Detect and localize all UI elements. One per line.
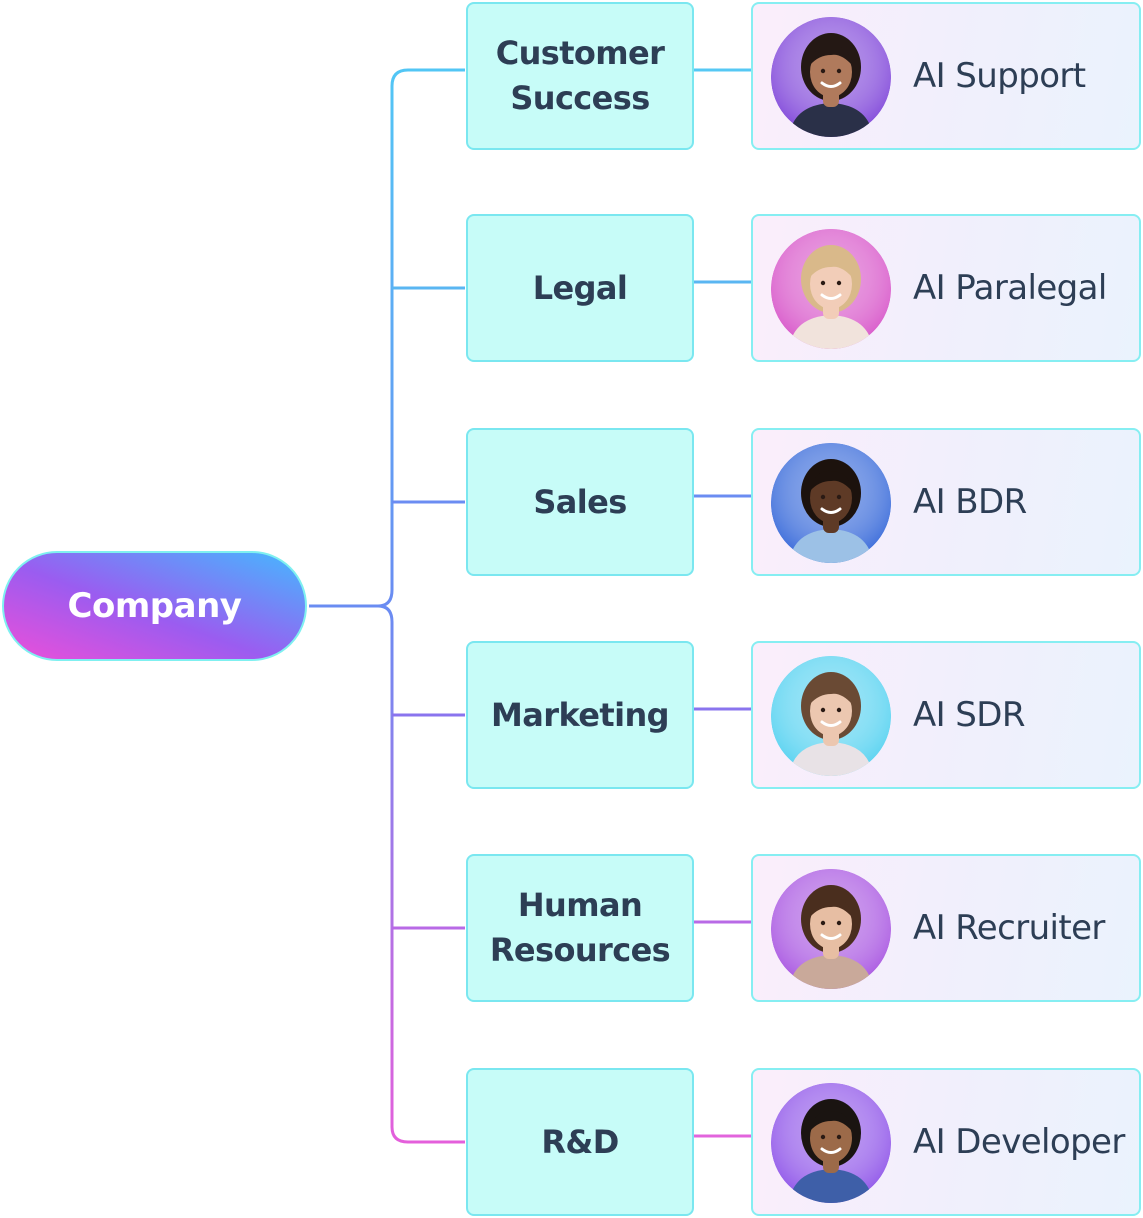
agent-label: AI BDR — [913, 482, 1027, 522]
woman-curly-hair-portrait-icon — [771, 17, 891, 137]
department-label: Marketing — [491, 695, 670, 734]
department-node: Human Resources — [466, 854, 694, 1002]
man-curly-hair-portrait-icon — [771, 443, 891, 563]
avatar — [771, 869, 891, 989]
avatar — [771, 17, 891, 137]
ai-agent-card: AI Paralegal — [751, 214, 1141, 362]
ai-agent-card: AI SDR — [751, 641, 1141, 789]
agent-label: AI Support — [913, 56, 1086, 96]
woman-dark-hair-portrait-icon — [771, 869, 891, 989]
company-label: Company — [67, 586, 242, 626]
avatar — [771, 443, 891, 563]
ai-agent-card: AI Developer — [751, 1068, 1141, 1216]
trunk-line — [309, 68, 465, 608]
department-label: Legal — [532, 268, 628, 307]
ai-agent-card: AI Recruiter — [751, 854, 1141, 1002]
trunk-line-lower — [377, 604, 465, 1144]
department-node: R&D — [466, 1068, 694, 1216]
agent-label: AI SDR — [913, 695, 1025, 735]
department-node: Sales — [466, 428, 694, 576]
department-label: Customer Success — [495, 34, 665, 117]
company-node: Company — [2, 551, 307, 661]
department-node: Customer Success — [466, 2, 694, 150]
avatar — [771, 1083, 891, 1203]
agent-label: AI Developer — [913, 1122, 1125, 1162]
agent-label: AI Paralegal — [913, 268, 1107, 308]
department-node: Legal — [466, 214, 694, 362]
avatar — [771, 656, 891, 776]
woman-blonde-portrait-icon — [771, 229, 891, 349]
department-label: Sales — [533, 482, 627, 521]
department-label: Human Resources — [489, 886, 671, 969]
avatar — [771, 229, 891, 349]
man-short-hair-portrait-icon — [771, 1083, 891, 1203]
ai-agent-card: AI BDR — [751, 428, 1141, 576]
ai-agent-card: AI Support — [751, 2, 1141, 150]
department-label: R&D — [541, 1122, 619, 1161]
woman-brown-hair-portrait-icon — [771, 656, 891, 776]
agent-label: AI Recruiter — [913, 908, 1105, 948]
department-node: Marketing — [466, 641, 694, 789]
